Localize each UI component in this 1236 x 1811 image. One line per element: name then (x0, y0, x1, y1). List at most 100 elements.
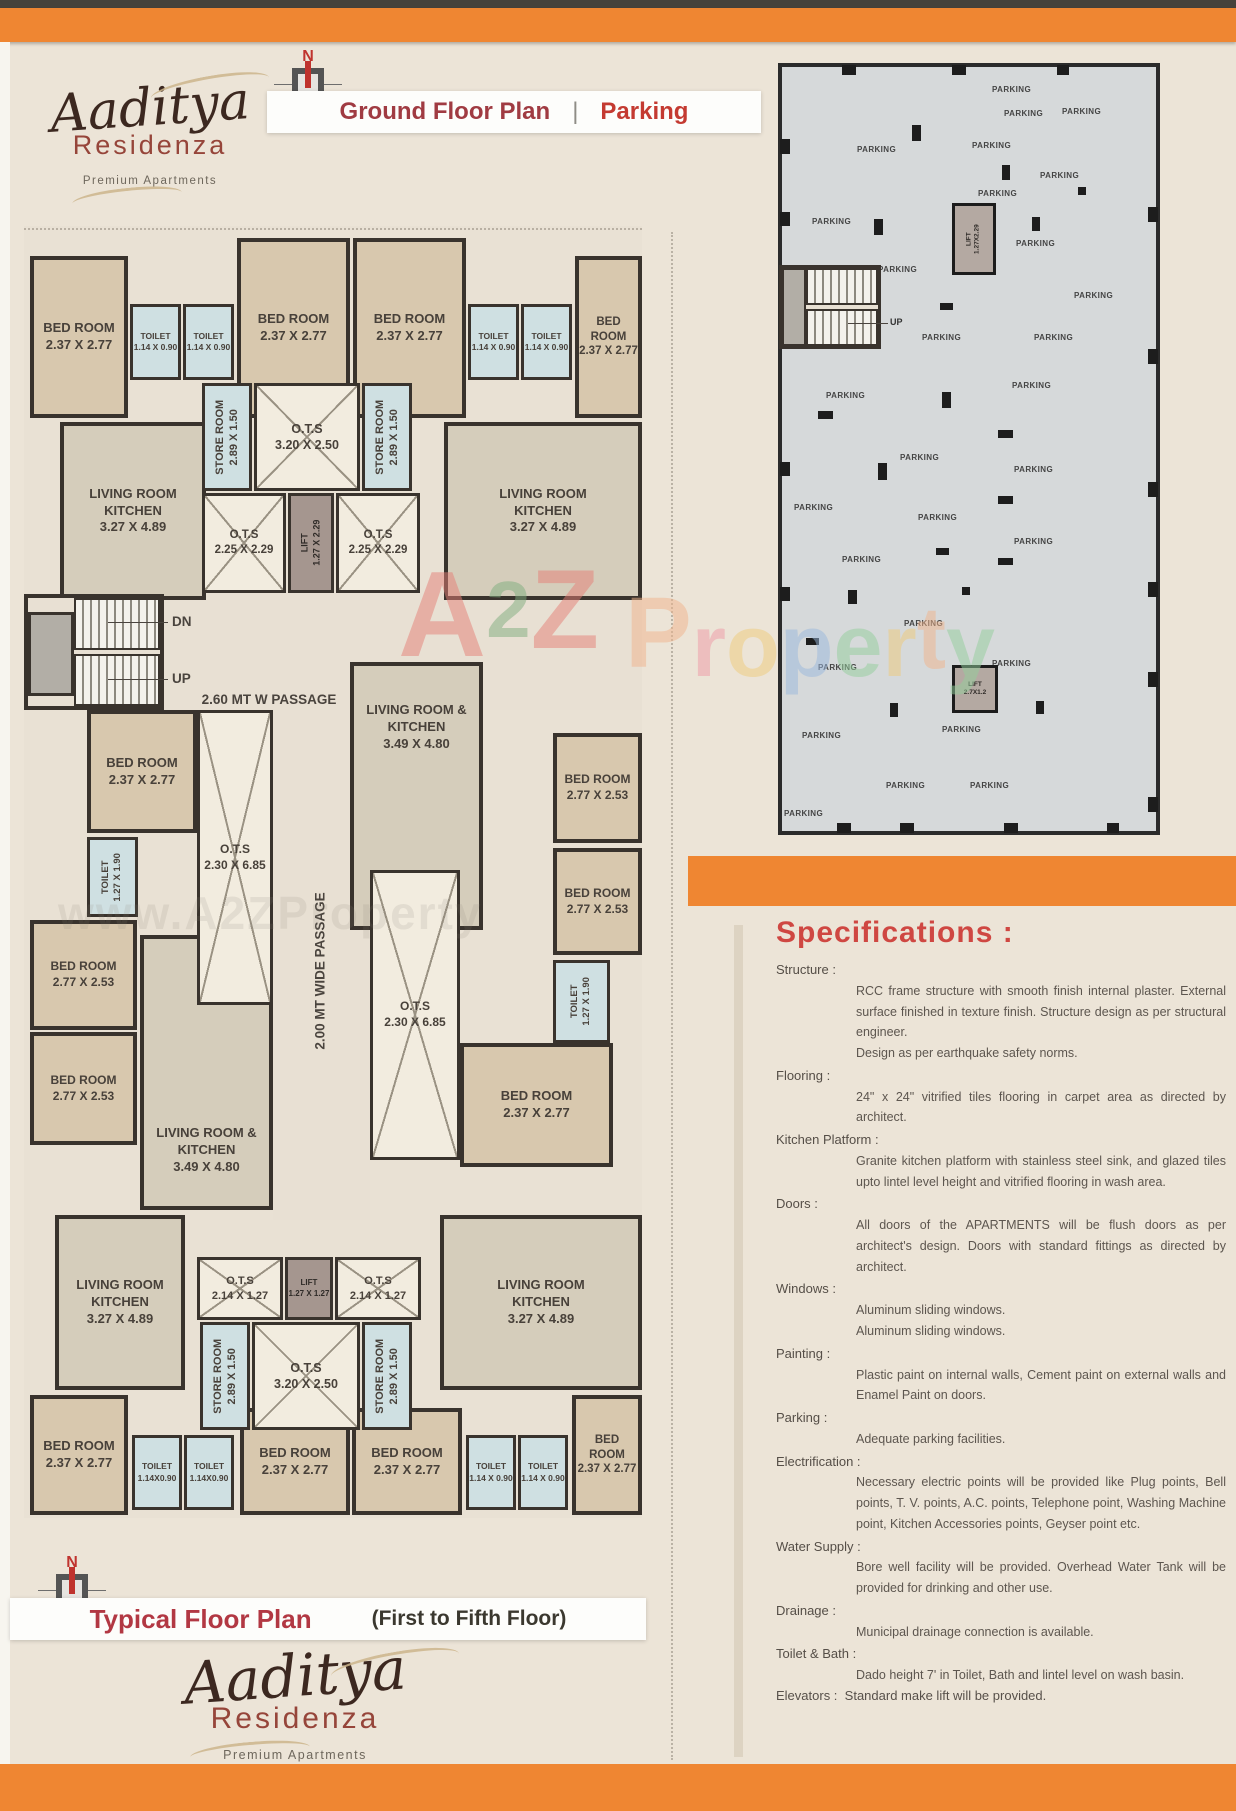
room-dims: 3.49 X 4.80 (173, 1159, 240, 1175)
room-dims: 1.14 X 0.90 (133, 342, 178, 352)
wall-tick (952, 65, 966, 75)
room-label: TOILET (569, 984, 581, 1019)
room-dims: 2.37 X 2.77 (373, 1461, 441, 1477)
room-label: BED ROOM (373, 311, 446, 327)
spec-title-windows: Windows : (776, 1281, 836, 1297)
room-dims: 3.27 X 4.89 (99, 519, 167, 535)
room-label: BED ROOM (589, 1433, 625, 1461)
bottom-orange-band (0, 1764, 1236, 1811)
spec-title-toilet-bath: Toilet & Bath : (776, 1646, 857, 1662)
room-dims: 1.14X0.90 (189, 1472, 229, 1483)
room-dims: 2.25 X 2.29 (348, 544, 408, 556)
brand-tagline: Premium Apartments (223, 1748, 367, 1762)
spec-title-structure: Structure : (776, 962, 836, 977)
room-label: TOILET (193, 1461, 225, 1472)
parking-staircase (779, 265, 881, 349)
room-label: BED ROOM (50, 959, 117, 974)
compass-needle (305, 61, 311, 88)
spec-title-elevators: Elevators : Standard make lift will be p… (776, 1688, 1047, 1704)
room-label: KITCHEN (512, 1294, 570, 1310)
brand-logo-header: Aaditya Residenza Premium Apartments (25, 71, 275, 187)
parking-column (912, 125, 921, 141)
lift-label: LIFT (968, 680, 982, 688)
parking-up-label: UP (890, 317, 903, 327)
spec-item: 24" x 24" vitrified tiles flooring in ca… (856, 1089, 1226, 1125)
room-label: BED ROOM (500, 1088, 573, 1104)
stair-landing (28, 612, 74, 696)
room-label: BED ROOM (564, 772, 631, 787)
room-dims: 2.37 X 2.77 (503, 1105, 570, 1120)
room-dims: 1.27 X 1.90 (581, 977, 593, 1026)
room-label: BED ROOM (43, 1438, 115, 1454)
parking-spot-label: PARKING (878, 265, 918, 274)
room-dims: 2.37 X 2.77 (260, 328, 327, 343)
spec-item: RCC frame structure with smooth finish i… (856, 983, 1226, 1040)
spec-item: Design as per earthquake safety norms. (856, 1046, 1078, 1061)
parking-spot-label: PARKING (1014, 537, 1054, 546)
spec-title-flooring: Flooring : (776, 1067, 831, 1083)
room-dims: 2.37 X 2.77 (261, 1461, 329, 1477)
wall-tick (1148, 582, 1158, 597)
parking-spot-label: PARKING (1014, 465, 1054, 474)
spec-title-parking: Parking : (776, 1410, 828, 1426)
title-separator: | (572, 98, 579, 125)
parking-spot-label: PARKING (1062, 107, 1102, 116)
room-dims: 2.37 X 2.77 (579, 345, 638, 358)
parking-spot-label: PARKING (1012, 381, 1052, 390)
room-label: TOILET (475, 1461, 507, 1472)
room-label: O.T.S (364, 1275, 392, 1288)
ground-floor-title-band: Ground Floor Plan | Parking (267, 91, 761, 133)
parking-spot-label: PARKING (970, 781, 1010, 790)
specifications-panel: Specifications : Structure : RCC frame s… (770, 916, 1232, 1707)
lift-dims: 1.27X2.29 (973, 224, 981, 254)
spec-item: Bore well facility will be provided. Ove… (856, 1560, 1226, 1596)
room-dims: 2.77 X 2.53 (566, 788, 629, 802)
room-label: KITCHEN (177, 1142, 236, 1158)
parking-spot-label: PARKING (784, 809, 824, 818)
room-dims: 3.49 X 4.80 (383, 735, 450, 751)
parking-spot-label: PARKING (972, 141, 1012, 150)
room-label: TOILET (527, 1461, 559, 1472)
room-label: TOILET (531, 330, 562, 341)
parking-column (998, 496, 1013, 504)
wall-tick (1148, 672, 1158, 687)
parking-column (878, 463, 887, 480)
room-dims: 2.37 X 2.77 (577, 1463, 637, 1476)
room-label: BED ROOM (50, 1072, 117, 1087)
room-label: TOILET (100, 860, 112, 894)
room-dims: 3.27 X 4.89 (507, 1310, 575, 1326)
room-label: O.T.S (226, 1275, 254, 1288)
room-label: LIVING ROOM (89, 485, 177, 501)
parking-spot-label: PARKING (978, 189, 1018, 198)
parking-column (942, 392, 951, 408)
wall-tick (842, 65, 856, 75)
spec-title-electrification: Electrification : (776, 1453, 861, 1469)
room-label: O.T.S (399, 999, 430, 1014)
parking-column (1078, 187, 1086, 195)
parking-spot-label: PARKING (794, 503, 834, 512)
ground-floor-parking-plan: PARKING PARKING PARKING PARKING PARKING … (778, 63, 1160, 835)
parking-spot-label: PARKING (1004, 109, 1044, 118)
spec-item: Dado height 7' in Toilet, Bath and linte… (856, 1668, 1185, 1683)
room-label: O.T.S (290, 1360, 322, 1375)
room-label: BED ROOM (564, 885, 631, 900)
room-label: LIVING ROOM (76, 1277, 164, 1293)
room-dims: 2.37 X 2.77 (45, 337, 113, 352)
spec-title-drainage: Drainage : (776, 1602, 836, 1618)
